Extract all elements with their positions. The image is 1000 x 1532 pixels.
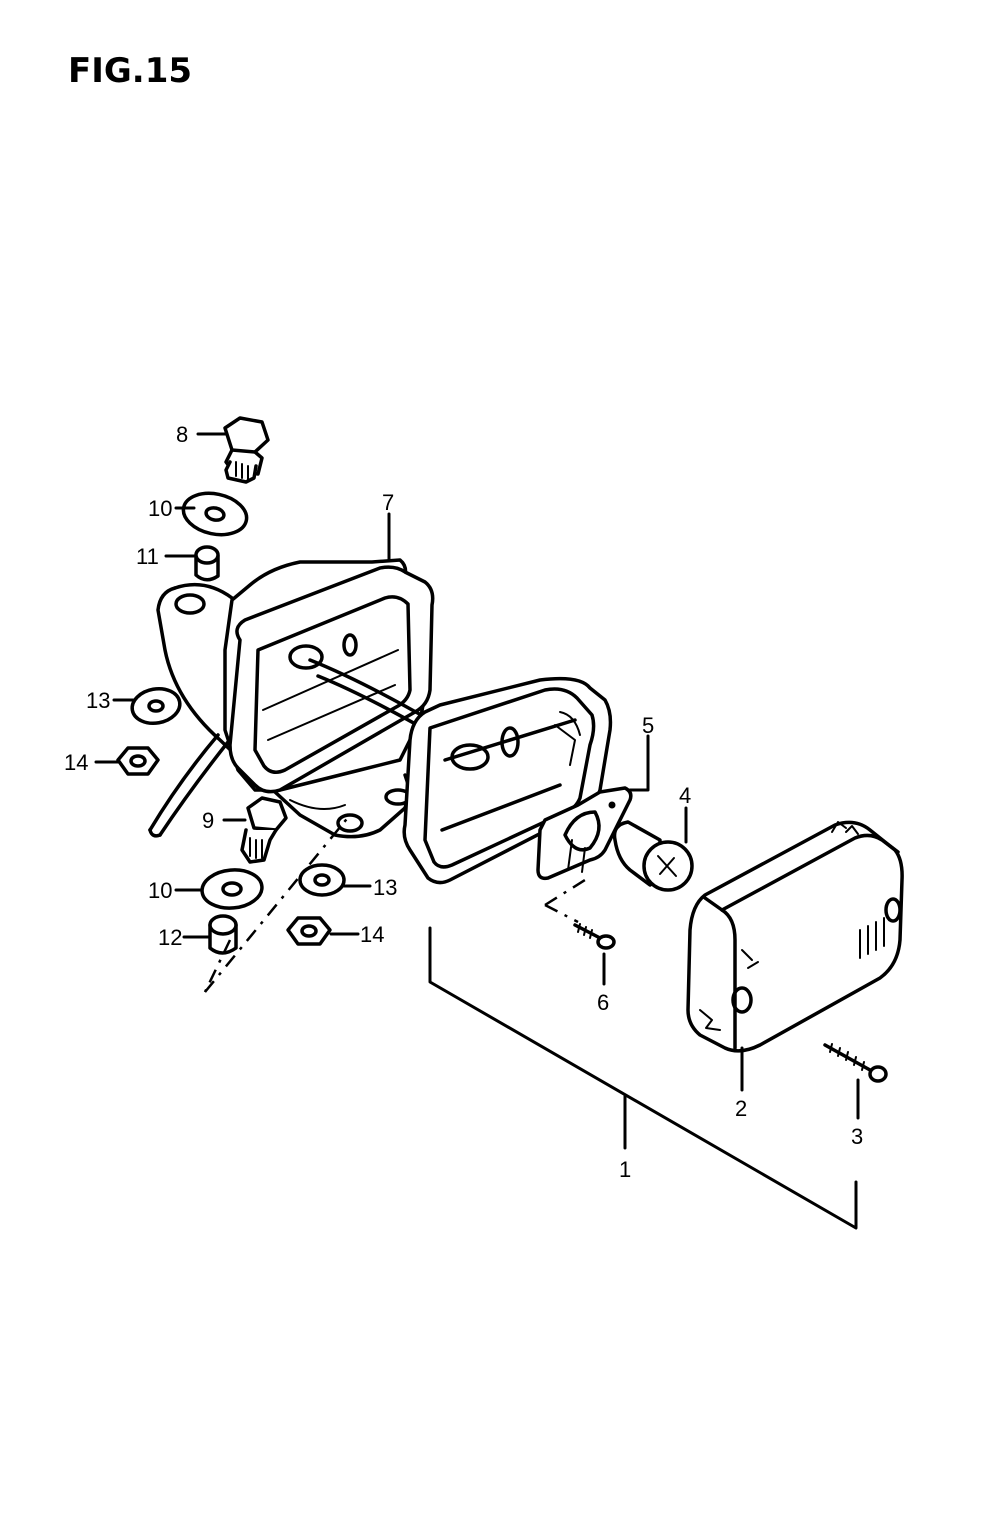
callout-1: 1: [619, 1157, 631, 1182]
callout-7: 7: [382, 490, 394, 515]
callout-5: 5: [642, 713, 654, 738]
part-11-collar: [194, 545, 220, 582]
leader-lines: [94, 432, 860, 1230]
assembly-centerlines: [203, 814, 586, 993]
part-13-washer-right: [298, 863, 346, 897]
part-13-washer-left: [130, 686, 182, 726]
part-4-bulb: [612, 820, 694, 892]
callout-10-top: 10: [148, 496, 172, 521]
callout-labels: 1 2 3 4 5 6 7 8 9 10 10 11 12 13 13 14 1…: [64, 422, 863, 1182]
part-9-bolt: [240, 796, 288, 864]
callout-3: 3: [851, 1124, 863, 1149]
part-10-washer-top: [181, 491, 249, 537]
callout-13-left: 13: [86, 688, 110, 713]
part-8-bolt: [223, 416, 270, 484]
callout-4: 4: [679, 783, 691, 808]
part-7-housing: [156, 558, 435, 839]
part-14-nut-left: [116, 746, 160, 776]
part-10-washer-bottom: [200, 868, 264, 910]
part-14-nut-right: [286, 916, 332, 946]
callout-10-bottom: 10: [148, 878, 172, 903]
part-12-collar: [208, 914, 238, 955]
part-5-gasket: [536, 786, 633, 881]
callout-13-right: 13: [373, 875, 397, 900]
callout-11: 11: [136, 544, 159, 569]
callout-6: 6: [597, 990, 609, 1015]
callout-14-left: 14: [64, 750, 88, 775]
part-2-lens: [686, 820, 904, 1053]
part-6-screw: [573, 923, 616, 950]
callout-8: 8: [176, 422, 188, 447]
callout-9: 9: [202, 808, 214, 833]
callout-14-right: 14: [360, 922, 384, 947]
figure-title: FIG.15: [68, 51, 192, 91]
callout-12: 12: [158, 925, 182, 950]
lamp-socket-housing: [402, 676, 613, 885]
callout-2: 2: [735, 1096, 747, 1121]
part-3-screw: [823, 1043, 888, 1083]
